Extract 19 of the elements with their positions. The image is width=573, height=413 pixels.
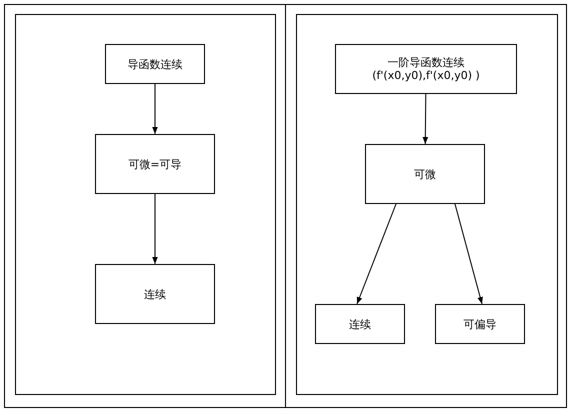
arrow xyxy=(454,204,483,304)
process-box xyxy=(105,44,205,84)
process-box xyxy=(365,144,485,204)
process-box xyxy=(95,264,215,324)
node-label: 导函数连续 xyxy=(126,58,184,70)
arrow xyxy=(356,204,396,304)
node-label: 连续 xyxy=(348,318,372,330)
arrow xyxy=(152,84,158,134)
process-box xyxy=(435,304,525,344)
node-label: 连续 xyxy=(143,288,167,300)
arrow xyxy=(152,194,158,264)
node-label: 可微 xyxy=(413,168,437,180)
arrow xyxy=(422,94,428,144)
node-label: 可微=可导 xyxy=(127,158,183,170)
process-box xyxy=(95,134,215,194)
node-label: 一阶导函数连续 (f'(x0,y0),f'(x0,y0) ) xyxy=(371,56,481,82)
node-label: 可偏导 xyxy=(462,318,498,330)
process-box xyxy=(315,304,405,344)
process-box xyxy=(335,44,517,94)
